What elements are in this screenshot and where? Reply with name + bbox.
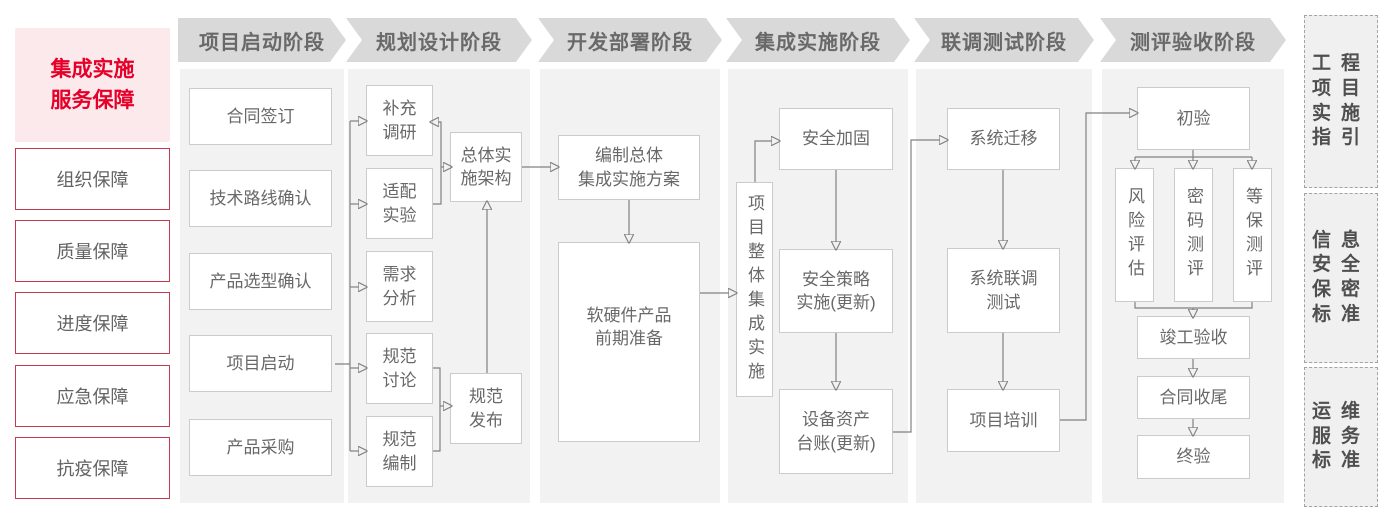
sidebar-item-epidemic-guarantee: 抗疫保障 <box>15 437 170 499</box>
node-spec-drafting: 规范 编制 <box>366 416 433 487</box>
node-spec-discussion: 规范 讨论 <box>366 333 433 404</box>
node-security-hardening: 安全加固 <box>779 108 893 170</box>
diagram-title: 集成实施 服务保障 <box>15 28 170 142</box>
node-completion-acceptance: 竣工验收 <box>1137 316 1250 359</box>
node-system-joint-testing: 系统联调 测试 <box>947 248 1060 333</box>
node-contract-signing: 合同签订 <box>189 88 332 145</box>
phase-header-integration-implementation: 集成实施阶段 <box>726 18 910 62</box>
phase-header-planning-design: 规划设计阶段 <box>346 18 532 62</box>
node-spec-release: 规范 发布 <box>450 373 522 444</box>
node-supplementary-research: 补充 调研 <box>366 85 433 156</box>
phase-header-development-deployment: 开发部署阶段 <box>538 18 722 62</box>
phase-header-evaluation-acceptance: 测评验收阶段 <box>1100 18 1286 62</box>
node-project-training: 项目培训 <box>947 389 1060 452</box>
node-project-kickoff: 项目启动 <box>189 335 332 392</box>
standard-infosec-confidentiality: 信息 安全 保密 标准 <box>1304 193 1378 363</box>
node-product-procurement: 产品采购 <box>189 419 332 476</box>
phase-header-joint-commissioning-testing: 联调测试阶段 <box>914 18 1094 62</box>
phase-header-project-initiation: 项目启动阶段 <box>178 18 346 62</box>
sidebar-item-emergency-guarantee: 应急保障 <box>15 365 170 427</box>
sidebar-item-quality-guarantee: 质量保障 <box>15 220 170 282</box>
node-tech-route-confirmation: 技术路线确认 <box>189 170 332 227</box>
sidebar-item-schedule-guarantee: 进度保障 <box>15 292 170 354</box>
node-overall-project-integration: 项目整体集成实施 <box>736 182 773 397</box>
node-adaptation-experiment: 适配 实验 <box>366 168 433 239</box>
node-final-acceptance: 终验 <box>1137 435 1250 479</box>
node-system-migration: 系统迁移 <box>947 108 1060 170</box>
node-cryptography-evaluation: 密码测评 <box>1174 168 1213 302</box>
node-contract-closure: 合同收尾 <box>1137 376 1250 419</box>
node-requirement-analysis: 需求 分析 <box>366 251 433 322</box>
node-asset-ledger-update: 设备资产 台账(更新) <box>779 389 893 474</box>
node-hw-sw-product-preparation: 软硬件产品 前期准备 <box>558 242 700 442</box>
node-classified-protection-evaluation: 等保测评 <box>1233 168 1272 302</box>
node-risk-assessment: 风险评估 <box>1115 168 1154 302</box>
node-security-policy-implementation: 安全策略 实施(更新) <box>779 249 893 333</box>
node-initial-acceptance: 初验 <box>1137 87 1250 150</box>
standard-om-service: 运维 服务 标准 <box>1304 367 1378 507</box>
standard-project-implementation-guide: 工程 项目 实施 指引 <box>1304 15 1378 188</box>
sidebar-item-organization-guarantee: 组织保障 <box>15 148 170 210</box>
node-overall-implementation-architecture: 总体实 施架构 <box>450 132 522 202</box>
node-overall-integration-plan: 编制总体 集成实施方案 <box>558 135 700 200</box>
node-product-selection-confirmation: 产品选型确认 <box>189 253 332 310</box>
